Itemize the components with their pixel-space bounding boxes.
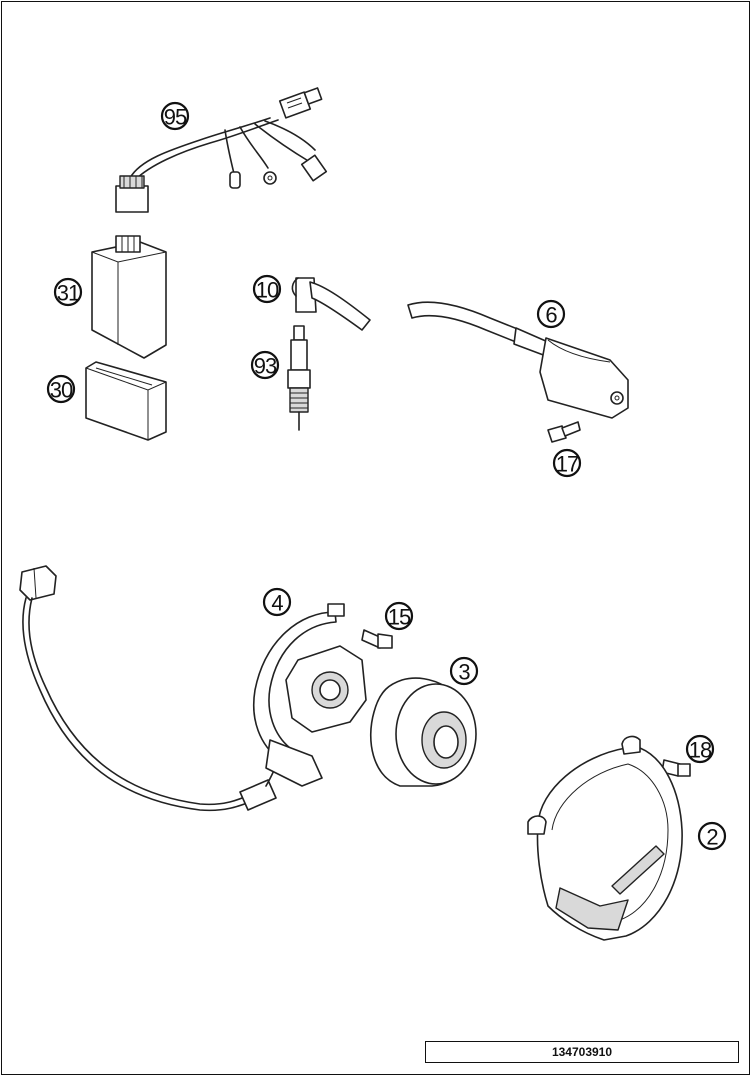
callout-93: 93 <box>250 350 280 380</box>
spark-plug-part <box>287 325 311 431</box>
svg-text:17: 17 <box>556 452 579 477</box>
svg-text:30: 30 <box>50 378 73 403</box>
svg-text:3: 3 <box>458 660 470 685</box>
svg-text:10: 10 <box>256 278 279 303</box>
svg-text:93: 93 <box>254 354 277 379</box>
svg-text:18: 18 <box>689 738 712 763</box>
stator-part <box>19 565 367 812</box>
drawing-code-label: 134703910 <box>425 1041 739 1063</box>
callout-2: 2 <box>697 821 727 851</box>
cdi-unit-part <box>91 235 167 359</box>
svg-text:4: 4 <box>271 591 283 616</box>
svg-text:6: 6 <box>545 303 557 328</box>
rotor-part <box>369 677 477 787</box>
callout-3: 3 <box>449 656 479 686</box>
svg-text:15: 15 <box>388 605 411 630</box>
callout-95: 95 <box>160 101 190 131</box>
svg-text:31: 31 <box>57 281 80 306</box>
callout-6: 6 <box>536 299 566 329</box>
holder-part <box>85 361 167 441</box>
svg-text:95: 95 <box>164 105 187 130</box>
callout-10: 10 <box>252 274 282 304</box>
callout-30: 30 <box>46 374 76 404</box>
wiring-harness-part <box>115 87 328 213</box>
callout-17: 17 <box>552 448 582 478</box>
callout-31: 31 <box>53 277 83 307</box>
stator-screw-part <box>361 629 393 649</box>
callout-15: 15 <box>384 601 414 631</box>
callout-18: 18 <box>685 734 715 764</box>
coil-screw-part <box>547 421 581 443</box>
ignition-coil-part <box>407 301 629 419</box>
callout-4: 4 <box>262 587 292 617</box>
ignition-cover-part <box>527 735 683 941</box>
svg-text:2: 2 <box>706 825 718 850</box>
spark-plug-connector-part <box>291 277 371 331</box>
